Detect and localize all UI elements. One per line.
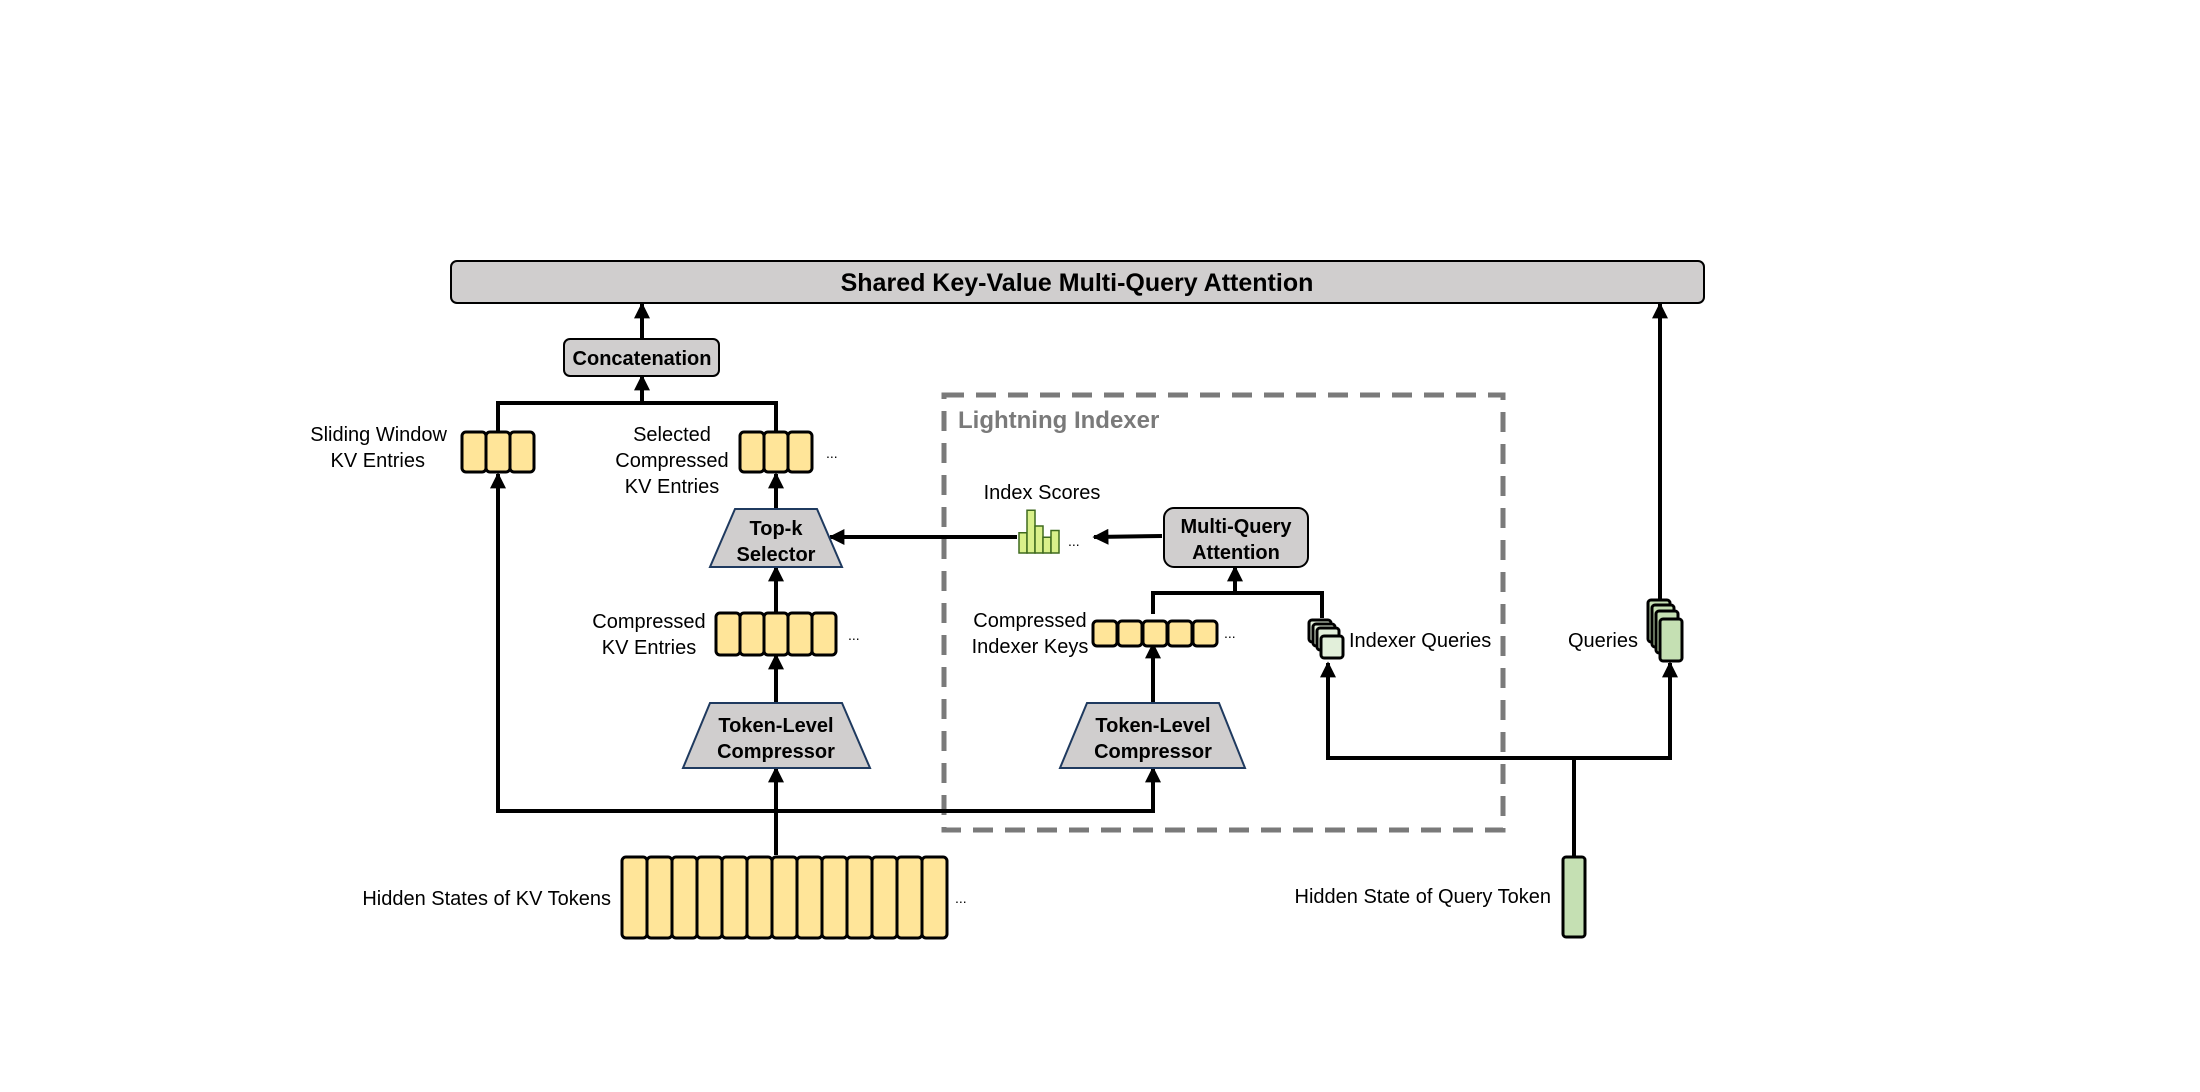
compressed-label-2: KV Entries bbox=[602, 637, 696, 659]
hidden-query-label: Hidden State of Query Token bbox=[1295, 886, 1551, 908]
indexer-queries-label: Indexer Queries bbox=[1349, 630, 1491, 652]
indexer-keys-label-2: Indexer Keys bbox=[972, 636, 1089, 658]
indexer-mqa-label-1: Multi-Query bbox=[1180, 516, 1292, 538]
concatenation-block: Concatenation bbox=[563, 338, 720, 377]
queries-label: Queries bbox=[1568, 630, 1638, 652]
topk-label-1: Top-k bbox=[750, 518, 804, 540]
index-score-bar bbox=[1026, 509, 1036, 554]
hidden-kv-ellipsis: ... bbox=[955, 890, 967, 906]
indexer-compressor-label-2: Compressor bbox=[1094, 741, 1212, 763]
kv-compressor-label-2: Compressor bbox=[717, 741, 835, 763]
index-scores: ... Index Scores bbox=[984, 482, 1101, 554]
index-score-bar bbox=[1050, 529, 1060, 554]
topk-selector: Top-k Selector bbox=[708, 508, 844, 568]
lightning-indexer-title: Lightning Indexer bbox=[958, 407, 1159, 434]
compressed-kv-entries: ... Compressed KV Entries bbox=[592, 611, 859, 659]
hidden-state-query-token: Hidden State of Query Token bbox=[1295, 855, 1587, 939]
indexer-mqa-label-2: Attention bbox=[1192, 542, 1280, 564]
index-scores-ellipsis: ... bbox=[1068, 533, 1080, 549]
index-score-bar bbox=[1042, 536, 1052, 554]
kv-compressor-label-1: Token-Level bbox=[718, 715, 833, 737]
kv-token-level-compressor: Token-Level Compressor bbox=[681, 702, 872, 769]
index-scores-label: Index Scores bbox=[984, 482, 1101, 504]
shared-kv-mqa-block: Shared Key-Value Multi-Query Attention bbox=[450, 260, 1705, 304]
selected-compressed-kv-entries: ... Selected Compressed KV Entries bbox=[615, 424, 837, 498]
sliding-window-label-1: Sliding Window bbox=[310, 424, 447, 446]
sliding-window-kv-entries: Sliding Window KV Entries bbox=[310, 424, 536, 474]
indexer-keys-label-1: Compressed bbox=[973, 610, 1086, 632]
concatenation-label: Concatenation bbox=[573, 348, 712, 370]
indexer-compressor-label-1: Token-Level bbox=[1095, 715, 1210, 737]
indexer-token-level-compressor: Token-Level Compressor bbox=[1058, 702, 1247, 769]
shared-kv-mqa-title: Shared Key-Value Multi-Query Attention bbox=[841, 269, 1314, 297]
index-score-bar bbox=[1034, 525, 1044, 554]
selected-ellipsis: ... bbox=[826, 445, 838, 461]
indexer-mqa-block: Multi-Query Attention bbox=[1163, 507, 1309, 568]
index-score-bars bbox=[1018, 509, 1060, 554]
topk-label-2: Selector bbox=[737, 544, 816, 566]
queries: Queries bbox=[1568, 598, 1684, 663]
hidden-kv-label: Hidden States of KV Tokens bbox=[362, 888, 611, 910]
compressed-indexer-keys: ... Compressed Indexer Keys bbox=[972, 610, 1236, 658]
indexer-queries: Indexer Queries bbox=[1307, 618, 1491, 660]
selected-label-2: Compressed bbox=[615, 450, 728, 472]
indexer-keys-ellipsis: ... bbox=[1224, 625, 1236, 641]
selected-label-3: KV Entries bbox=[625, 476, 719, 498]
index-score-bar bbox=[1018, 532, 1028, 554]
connections bbox=[490, 302, 1678, 857]
lightning-indexer-region: Lightning Indexer bbox=[941, 392, 1506, 833]
compressed-label-1: Compressed bbox=[592, 611, 705, 633]
hidden-states-kv-tokens: ... Hidden States of KV Tokens bbox=[362, 855, 967, 940]
sliding-window-label-2: KV Entries bbox=[331, 450, 425, 472]
compressed-ellipsis: ... bbox=[848, 627, 860, 643]
selected-label-1: Selected bbox=[633, 424, 711, 446]
